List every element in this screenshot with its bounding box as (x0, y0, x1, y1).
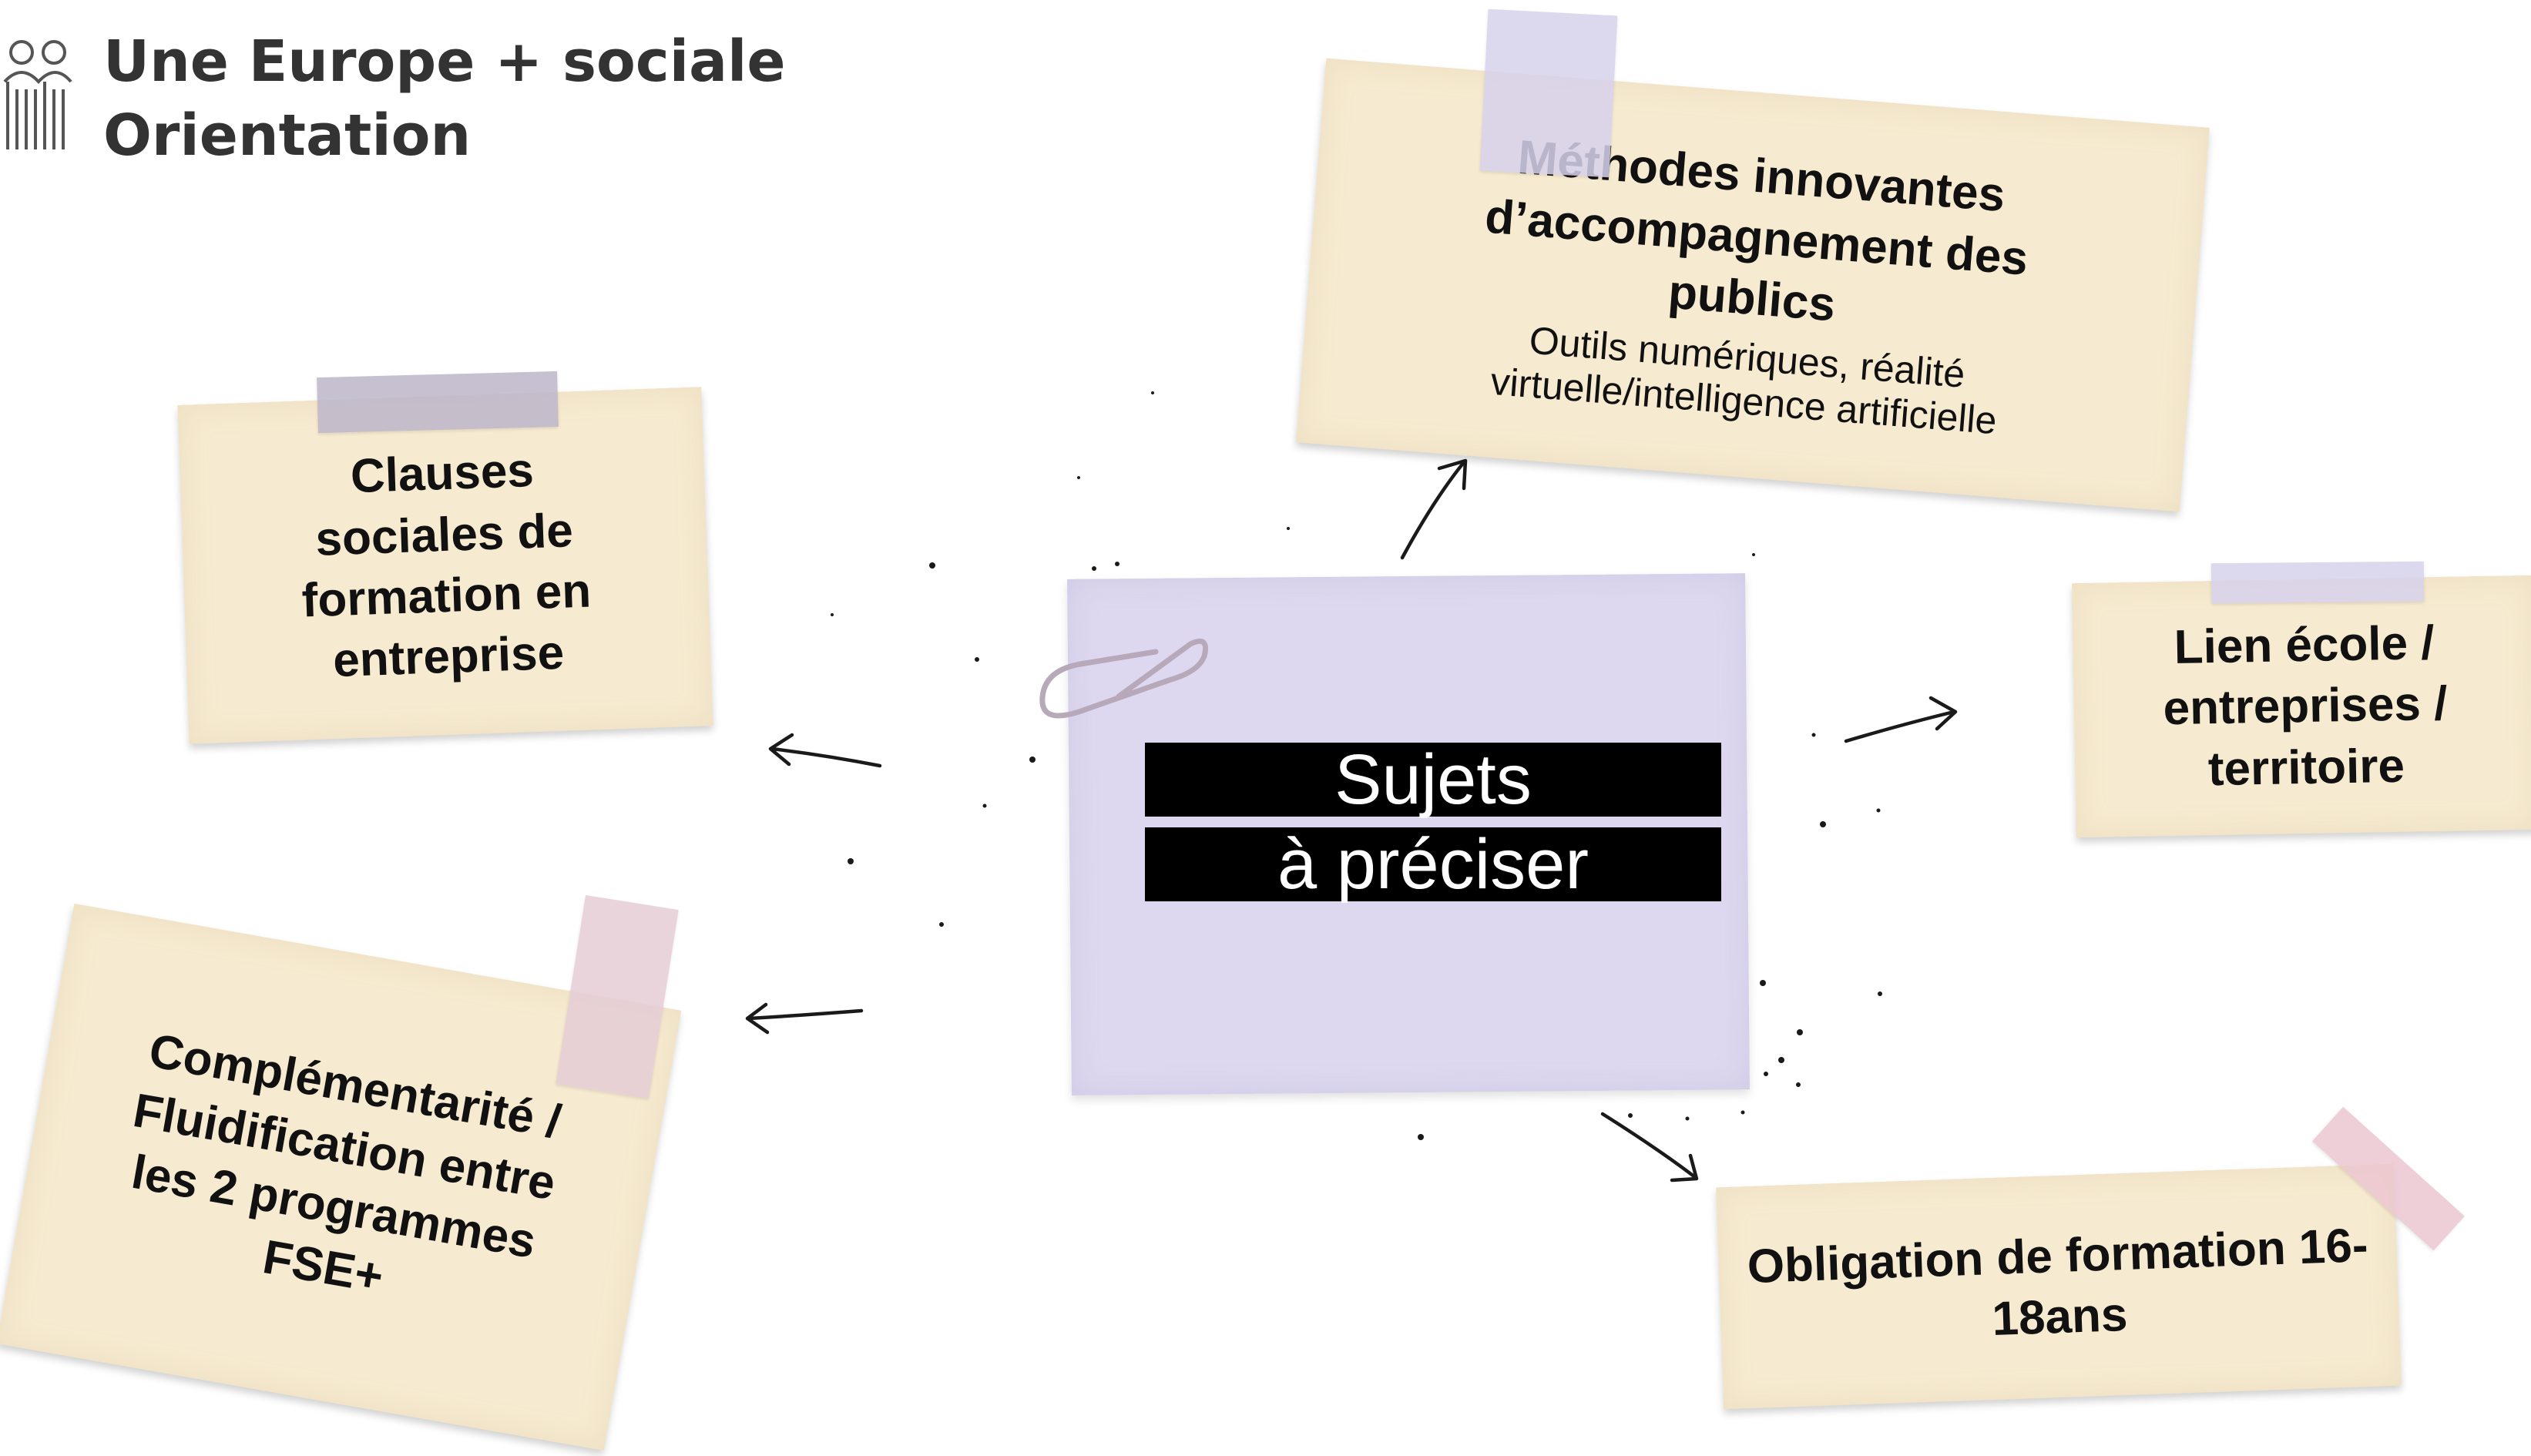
arrow-to-clauses (770, 746, 882, 768)
arrow-to-methodes (1400, 460, 1466, 560)
center-label-line-1: Sujets (1145, 743, 1721, 817)
title-line-1: Une Europe + sociale (103, 29, 786, 95)
arrow-to-complementarite (747, 1008, 864, 1021)
title-line-2: Orientation (103, 102, 472, 169)
page-title: Une Europe + sociale Orientation (103, 25, 786, 173)
center-label-line-2: à préciser (1145, 827, 1721, 901)
people-group-icon (3, 40, 72, 149)
arrow-to-obligation (1600, 1112, 1697, 1179)
header: Une Europe + sociale Orientation (0, 25, 786, 173)
arrow-to-lien (1844, 710, 1956, 743)
speckles (831, 391, 1882, 1140)
